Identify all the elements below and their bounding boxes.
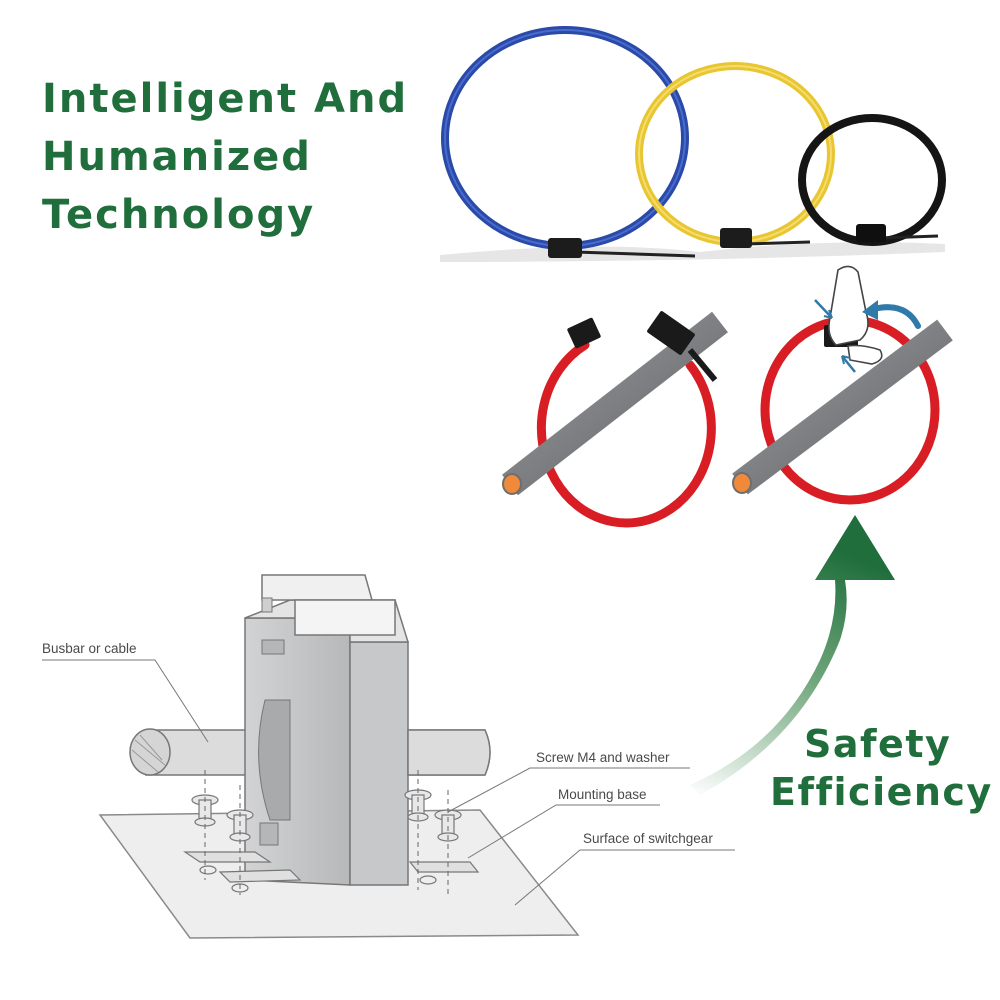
- tagline-line-1: Safety: [804, 722, 952, 766]
- label-surface: Surface of switchgear: [583, 831, 713, 846]
- tagline-line-2: Efficiency: [770, 770, 993, 814]
- label-mounting-base: Mounting base: [558, 787, 647, 802]
- tagline: Safety Efficiency: [770, 720, 993, 816]
- headline-line-3: Technology: [42, 192, 316, 238]
- rogowski-coil-icon: [441, 26, 696, 258]
- curved-arrow-icon: [690, 515, 895, 795]
- rogowski-coil-icon: [798, 114, 946, 246]
- label-screw: Screw M4 and washer: [536, 750, 670, 765]
- callout-lines: [42, 659, 735, 906]
- label-busbar: Busbar or cable: [42, 641, 137, 656]
- rogowski-coil-icon: [635, 62, 835, 248]
- open-coil-on-conductor: [502, 311, 728, 528]
- closed-coil-on-conductor: [732, 315, 953, 505]
- headline-line-2: Humanized: [42, 134, 312, 180]
- hand-press-icon: [814, 265, 921, 373]
- headline: Intelligent And Humanized Technology: [42, 70, 408, 244]
- headline-line-1: Intelligent And: [42, 76, 409, 122]
- current-transformer-icon: [98, 574, 580, 939]
